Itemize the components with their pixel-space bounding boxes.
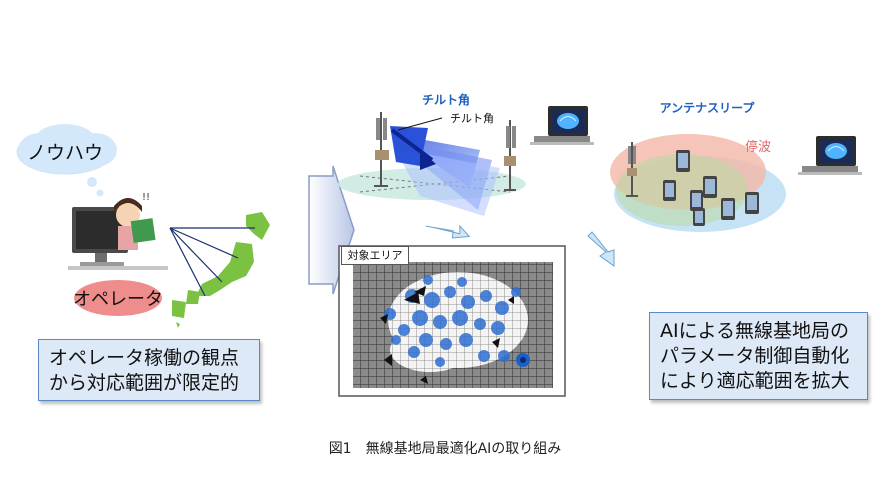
- arrow-from-tilt: [425, 224, 471, 239]
- ai-automation-line3: により適応範囲を拡大: [660, 370, 850, 392]
- tilt-angle-scene: [338, 112, 526, 216]
- ai-computer-icon-right: [798, 136, 862, 175]
- operator-label: オペレータ: [73, 289, 163, 310]
- ai-automation-box: AIによる無線基地局の パラメータ制御自動化 により適応範囲を拡大: [649, 312, 868, 400]
- arrow-from-sleep: [587, 231, 615, 267]
- operator-limitation-line1: オペレータ稼働の観点: [49, 347, 240, 369]
- stop-wave-label: 停波: [745, 139, 771, 155]
- tilt-angle-title: チルト角: [422, 92, 470, 107]
- operator-reach-lines: [169, 227, 255, 297]
- target-area-label: 対象エリア: [341, 246, 409, 265]
- tilt-angle-sublabel: チルト角: [450, 112, 494, 125]
- antenna-sleep-scene: [610, 134, 786, 232]
- operator-limitation-box: オペレータ稼働の観点 から対応範囲が限定的: [38, 339, 260, 401]
- antenna-sleep-title: アンテナスリープ: [660, 100, 756, 115]
- japan-map: [172, 212, 270, 328]
- operator-limitation-line2: から対応範囲が限定的: [49, 372, 240, 394]
- svg-text:!!: !!: [142, 192, 150, 203]
- figure-caption: 図1 無線基地局最適化AIの取り組み: [328, 441, 562, 457]
- knowhow-label: ノウハウ: [27, 142, 103, 164]
- target-area-map: [338, 245, 566, 397]
- knowhow-thought-cloud: [16, 124, 117, 197]
- operator-illustration: !!: [68, 192, 168, 270]
- operator-pill: [74, 280, 162, 316]
- ai-automation-line1: AIによる無線基地局の: [660, 320, 850, 342]
- ai-automation-line2: パラメータ制御自動化: [660, 345, 850, 367]
- ai-computer-icon: [530, 106, 594, 145]
